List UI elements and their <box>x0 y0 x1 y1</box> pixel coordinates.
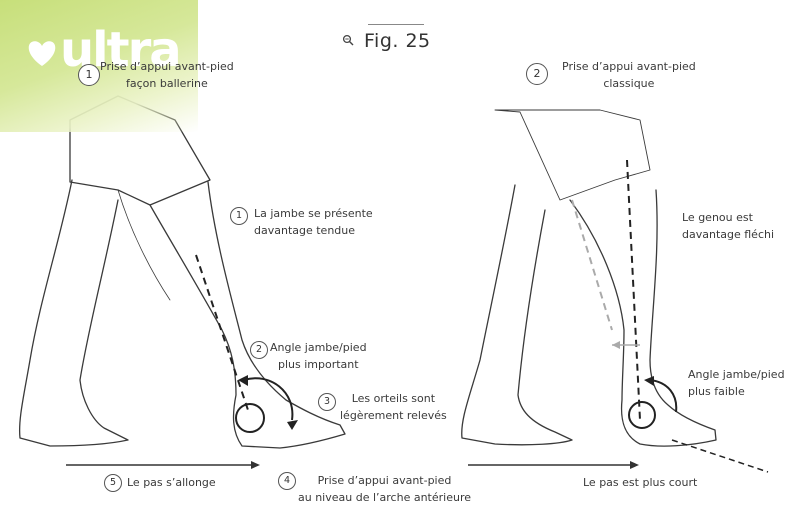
right-panel-badge: 2 <box>526 63 548 85</box>
annotation-2-text: Angle jambe/pied plus important <box>270 341 367 371</box>
heart-icon <box>28 41 56 66</box>
knee-annotation: Le genou est davantage fléchi <box>682 211 775 241</box>
annotation-3-badge: 3 <box>318 393 336 411</box>
annotation-3-text: Les orteils sont légèrement relevés <box>340 392 447 422</box>
right-panel-title: Prise d’appui avant-pied classique <box>562 60 696 90</box>
annotation-4-badge: 4 <box>278 472 296 490</box>
right-angle-arc <box>649 379 678 413</box>
left-panel-title: Prise d’appui avant-pied façon ballerine <box>100 60 234 90</box>
right-ankle-circle <box>628 401 656 429</box>
right-front-leg <box>569 189 717 447</box>
annotation-5-text: Le pas s’allonge <box>127 476 216 489</box>
right-angle-line <box>626 159 641 421</box>
annotation-1-text: La jambe se présente davantage tendue <box>254 207 373 237</box>
annotation-4-text: Prise d’appui avant-pied au niveau de l’… <box>298 474 471 504</box>
left-ankle-circle <box>235 403 265 433</box>
left-front-leg <box>149 181 346 449</box>
angle-annotation-right: Angle jambe/pied plus faible <box>688 368 785 398</box>
left-angle-arc <box>243 377 294 421</box>
right-ground-line <box>671 439 769 473</box>
stride-annotation-right: Le pas est plus court <box>583 476 698 489</box>
right-shorts <box>494 109 651 201</box>
annotation-2-badge: 2 <box>250 341 268 359</box>
left-back-leg <box>18 179 129 447</box>
left-panel-badge: 1 <box>78 64 100 86</box>
right-back-leg <box>461 184 573 446</box>
title-rule <box>368 24 424 25</box>
annotation-5-badge: 5 <box>104 474 122 492</box>
left-angle-line <box>195 254 249 411</box>
figure-title: Fig. 25 <box>364 30 431 52</box>
right-thigh-line <box>571 199 613 331</box>
zoom-icon <box>342 34 354 46</box>
brand-logo: ultra <box>0 0 198 132</box>
annotation-1-badge: 1 <box>230 207 248 225</box>
